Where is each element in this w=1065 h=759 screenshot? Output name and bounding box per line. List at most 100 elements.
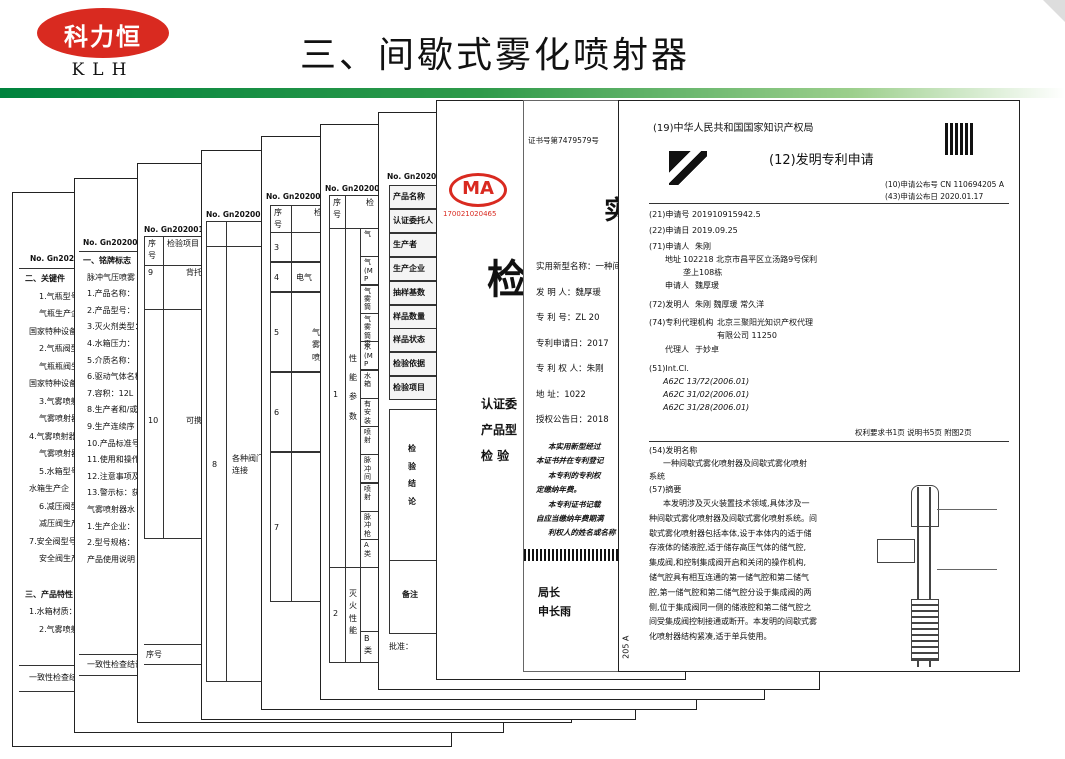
report-line: 3.灭火剂类型： [87,322,143,332]
classification: A62C 13/72(2006.01) [663,377,750,386]
cert-line: 实用新型名称：一种间 [536,262,622,272]
cert-line: 检 验 [481,449,510,463]
report-number: No. Gn20200 [387,172,442,181]
header-band [0,88,1065,98]
barcode [524,549,624,561]
report-line: 3.气雾喷射器 [39,396,87,406]
invention-patent-application: (19)中华人民共和国国家知识产权局 (12)发明专利申请 (10)申请公布号 … [618,100,1020,672]
abstract-line: 种间歇式雾化喷射器及间歇式雾化喷射系统。间 [649,513,817,523]
field-label: 检验依据 [389,352,439,377]
applicant-label: (71)申请人 [649,242,690,251]
report-line: 6.驱动气体名称 [87,372,143,382]
cert-note: 本专利的专利权 [548,470,601,480]
cert-line: 产品型 [481,423,518,437]
report-footer: 一致性检查结论 [87,660,143,669]
table-sub-cell: 水(MP [360,341,379,371]
report-line: 11.使用和操作 [87,455,140,465]
abstract-line: 间受集成阀控制接通或断开。本发明的间歇式雾 [649,617,817,627]
report-line: 国家特种设备 [29,326,77,336]
report-line: 减压阀生产 [39,519,79,528]
applicant2: 魏厚瑗 [695,281,719,290]
table-row-no: 9 [144,265,164,310]
table-row-no: 5 [270,292,292,372]
group-no: 2 [329,567,346,663]
corner-fold [1043,0,1065,22]
report-number: No. Gn20200182 [83,238,154,247]
report-line: 2.气瓶阀型号规 [39,344,95,353]
report-line: 7.容积：12L [87,388,134,398]
int-cl-label: (51)Int.Cl. [649,364,689,373]
cma-number: 170021020465 [443,210,497,218]
classification: A62C 31/28(2006.01) [663,403,750,412]
classification: A62C 31/02(2006.01) [663,390,750,399]
cert-note: 利权人的姓名或名称 [548,528,616,538]
table-sub-cell: 水箱 [360,369,379,399]
table-row-item: 各种阀门连接 [232,454,264,476]
table-header-item: 检 [345,195,379,229]
table-sub-cell: A类 [360,539,379,569]
cert-line: 地 址：1022 [536,389,586,400]
abstract-line: 腔,第一储气腔和第二储气腔分设于集成阀的两 [649,587,812,597]
inventor-label: (72)发明人 [649,300,690,309]
report-line: 国家特种设备 [29,379,77,388]
report-line: 水箱生产企 [29,484,69,493]
report-line: 产品使用说明 [87,554,135,564]
address-label: 地址 [665,255,681,264]
cert-signer-name: 申长雨 [538,605,571,618]
cert-number: 证书号第7479579号 [528,136,599,145]
cert-line: 发 明 人：魏厚瑗 [536,287,601,298]
table-row-no: 10 [144,309,164,539]
table-sub-cell: 有安装 [360,397,379,427]
agency-label: (74)专利代理机构 [649,318,714,327]
table-header-no: 序号 [270,205,292,233]
report-line: 一、铭牌标志 [83,256,131,265]
agent: 于妙卓 [695,345,719,354]
abstract-line: 集成阀,和控制集成阀开启和关闭的操作机构, [649,558,807,568]
publication-date: (43)申请公布日 2020.01.17 [885,192,984,201]
report-line: 1.水箱材质： [29,607,77,616]
qr-code [945,123,975,155]
patent-office-emblem [669,151,707,185]
agent-label: 代理人 [665,345,689,354]
abstract-line: 储气腔具有相互连通的第一储气腔和第二储气 [649,573,809,582]
field-label: 产品名称 [389,185,439,209]
table-row-no: 8 [212,460,218,469]
cert-line: 认证委 [481,397,518,411]
report-line: 8.生产者和/或 [87,405,138,415]
cert-note: 本实用新型经过 [548,442,601,451]
group-no: 1 [329,228,346,568]
report-line: 2.气雾喷射器 [39,624,87,634]
conclusion-label: 检验结论 [389,409,439,561]
abstract-line: 存液体的储液腔,适于储存高压气体的储气腔, [649,543,807,553]
report-line: 气雾喷射器水 [87,505,135,514]
cert-note: 定缴纳年费。 [536,485,581,495]
report-line: 1.气瓶型号规格 [39,291,95,301]
cert-note: 本专利证书记载 [548,499,601,509]
report-line: 5.介质名称： [87,355,135,365]
logo-oval: 科力恒 [37,8,169,58]
cert-line: 专 利 权 人：朱刚 [536,364,604,374]
patent-doc-type: (12)发明专利申请 [769,153,874,168]
report-line: 气瓶生产企 [39,309,79,318]
table-sub-cell: 脉冲间 [360,454,379,484]
application-date: (22)申请日 2019.09.25 [649,226,738,235]
cert-note: 自应当缴纳年费期满 [536,514,604,523]
report-number: No. Gn20200182 [144,225,215,234]
report-line: 5.水箱型号规格 [39,466,95,476]
group-label: 灭火性能 [345,567,361,663]
abstract-line: 本发明涉及灭火装置技术领域,具体涉及一 [663,499,810,508]
field-label: 认证委托人 [389,208,439,233]
inventors: 朱刚 魏厚瑗 常久洋 [695,300,765,309]
report-line: 1.生产企业： [87,521,135,531]
table-sub-cell: 气雾筒容 [360,312,379,348]
report-line: 4.气雾喷射器 [29,431,77,441]
table-row-no: 4 [270,262,292,292]
table-sub-cell: 喷射 [360,482,379,512]
report-line: 安全阀生产 [39,554,79,563]
page-counts: 权利要求书1页 说明书5页 附图2页 [855,428,972,437]
cma-mark: MA [449,173,507,207]
field-label: 生产者 [389,232,439,257]
cert-signer-title: 局长 [538,586,560,599]
address-line-2: 垄上108栋 [683,268,723,277]
table-row-no: 3 [270,232,292,262]
